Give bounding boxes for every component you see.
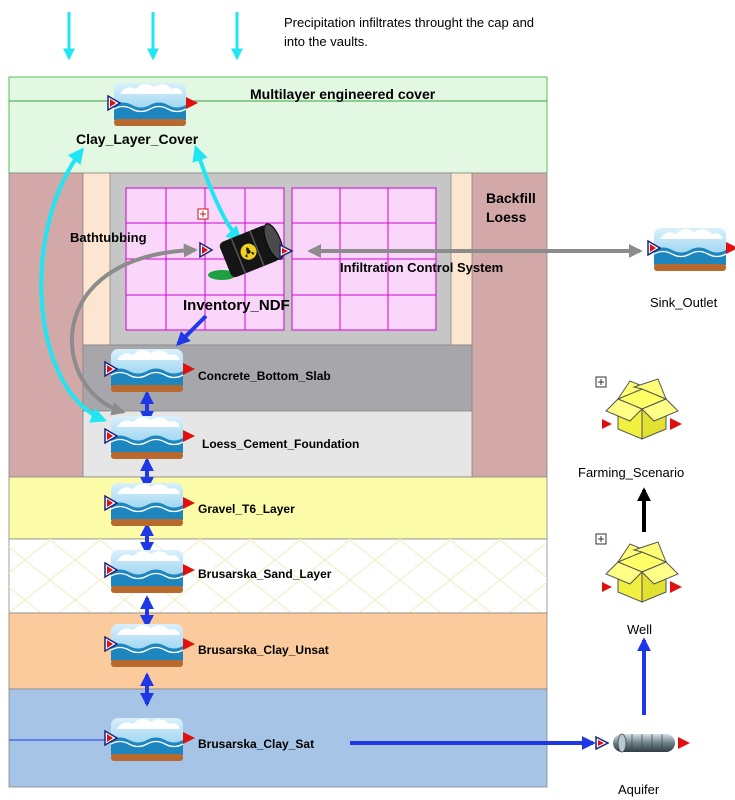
gravel-label: Gravel_T6_Layer [198, 502, 295, 516]
clay-unsat-layer [8, 612, 548, 690]
clay-sat-layer [8, 688, 548, 788]
farming-label: Farming_Scenario [578, 465, 685, 480]
inventory-expand-icon[interactable] [197, 208, 209, 220]
sink-outlet-label: Sink_Outlet [650, 295, 718, 310]
cover-layer-label: Multilayer engineered cover [250, 86, 436, 102]
backfill-label: Backfill Loess [486, 190, 536, 225]
inventory-label: Inventory_NDF [183, 297, 290, 314]
well-label: Well [627, 622, 653, 637]
sand-cell-icon[interactable] [104, 549, 196, 594]
vault-grid-right [291, 187, 437, 331]
bathtubbing-label: Bathtubbing [70, 230, 147, 245]
concrete-slab-cell-icon[interactable] [104, 348, 196, 393]
waste-barrel-icon[interactable] [199, 221, 294, 280]
aquifer-label: Aquifer [618, 782, 660, 797]
clay-unsat-cell-icon[interactable] [104, 623, 196, 668]
gravel-layer [8, 476, 548, 540]
precipitation-arrows [63, 12, 243, 61]
well-box-icon[interactable] [601, 541, 683, 603]
clay-cover-cell-icon[interactable] [107, 82, 199, 127]
aquifer-pipe-icon[interactable] [595, 733, 690, 753]
gravel-cell-icon[interactable] [104, 482, 196, 527]
loess-cement-cell-icon[interactable] [104, 415, 196, 460]
bathtubbing-arrow [70, 243, 198, 416]
clay-sat-cell-icon[interactable] [104, 717, 196, 762]
sink-outlet-cell-icon[interactable] [647, 227, 735, 272]
concrete-slab-label: Concrete_Bottom_Slab [198, 369, 331, 383]
clay-unsat-label: Brusarska_Clay_Unsat [198, 643, 329, 657]
farming-box-icon[interactable] [601, 378, 683, 440]
precipitation-note: Precipitation infiltrates throught the c… [284, 15, 535, 49]
sand-pattern [9, 539, 547, 613]
cover-to-inventory-arrow [192, 144, 243, 243]
well-expand-icon[interactable] [595, 533, 607, 545]
clay-cover-label: Clay_Layer_Cover [76, 131, 199, 147]
cover-to-foundation-arrow [39, 147, 107, 423]
sand-label: Brusarska_Sand_Layer [198, 567, 332, 581]
farming-expand-icon[interactable] [595, 376, 607, 388]
ics-label: Infiltration Control System [340, 260, 504, 275]
loess-cement-label: Loess_Cement_Foundation [202, 437, 360, 451]
clay-sat-label: Brusarska_Clay_Sat [198, 737, 315, 751]
